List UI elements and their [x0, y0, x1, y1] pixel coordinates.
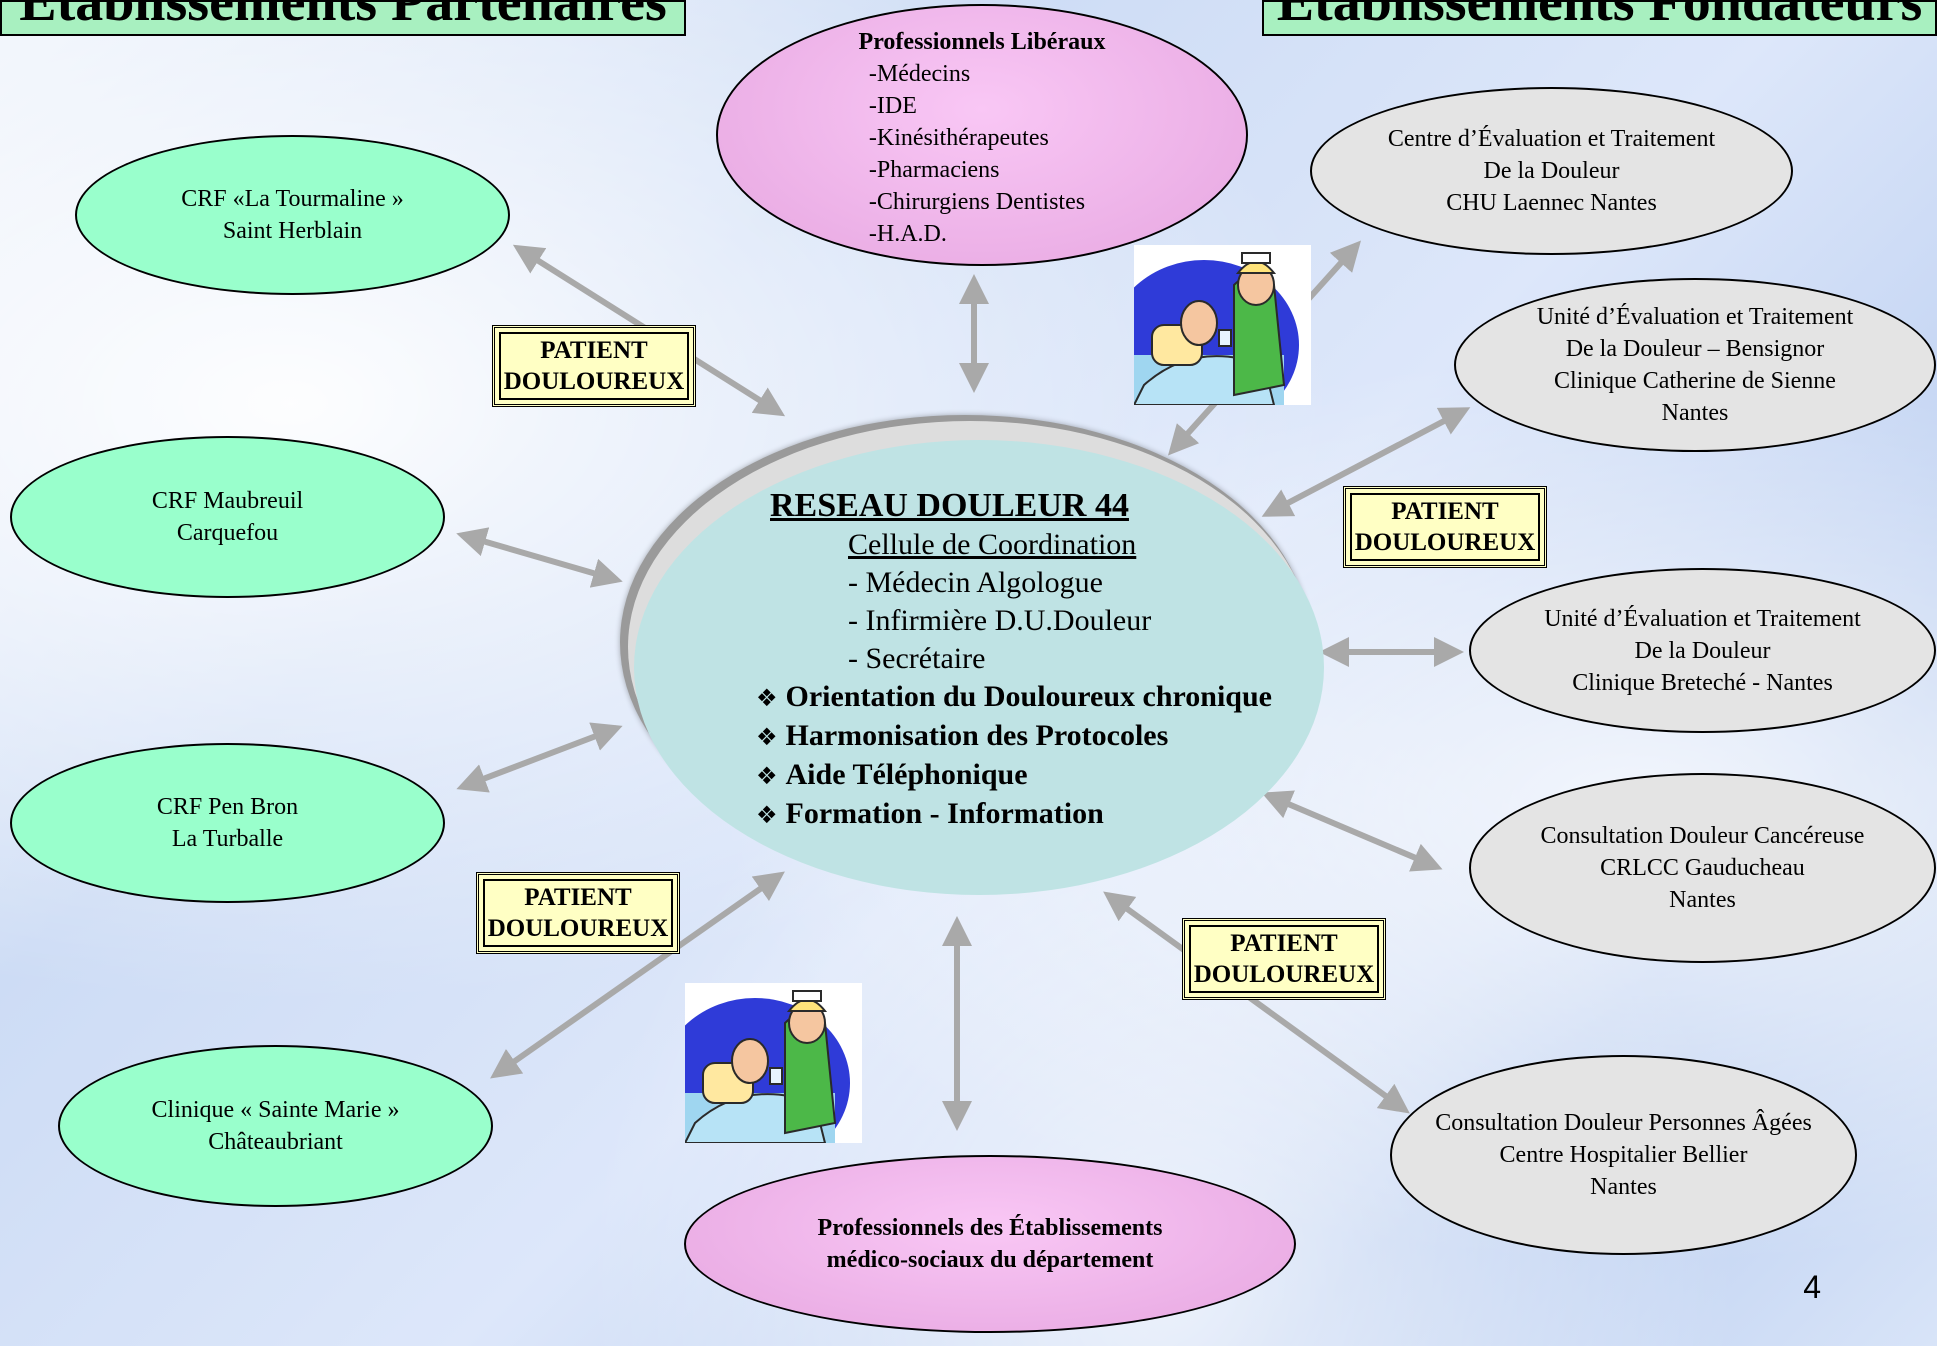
arrow-penbron: [456, 722, 623, 793]
patient-label-line: DOULOUREUX: [1354, 529, 1536, 556]
liberaux-item: -Chirurgiens Dentistes: [868, 189, 1086, 215]
partner-name: CRF Pen Bron: [156, 794, 299, 820]
center-content: RESEAU DOULEUR 44 Cellule de Coordinatio…: [756, 486, 1316, 834]
patient-label: PATIENT DOULOUREUX: [1182, 918, 1386, 1000]
medico-oval: Professionnels des Établissements médico…: [684, 1155, 1296, 1333]
arrow-bensignor: [1261, 407, 1471, 517]
arrow-maubreuil: [456, 527, 623, 588]
partner-oval-tourmaline: CRF «La Tourmaline » Saint Herblain: [75, 135, 510, 295]
mission-item: ❖Aide Téléphonique: [756, 758, 1028, 791]
title-fondateurs: Etablissements Fondateurs: [1262, 0, 1937, 36]
liberaux-oval: Professionnels Libéraux -Médecins -IDE -…: [716, 4, 1248, 266]
founder-oval-bellier: Consultation Douleur Personnes Âgées Cen…: [1390, 1055, 1857, 1255]
partner-city: Saint Herblain: [222, 218, 363, 244]
founder-line: CRLCC Gauducheau: [1600, 855, 1805, 881]
liberaux-item: -IDE: [868, 93, 917, 119]
founder-oval-gauducheau: Consultation Douleur Cancéreuse CRLCC Ga…: [1469, 773, 1936, 963]
founder-line: De la Douleur: [1483, 158, 1620, 184]
member-item: - Médecin Algologue: [848, 566, 1103, 599]
liberaux-title: Professionnels Libéraux: [858, 29, 1106, 55]
diamond-bullet-icon: ❖: [756, 801, 778, 829]
partner-city: La Turballe: [171, 826, 284, 852]
nurse-patient-clipart-icon: [685, 983, 862, 1143]
founder-oval-chu: Centre d’Évaluation et Traitement De la …: [1310, 87, 1793, 255]
liberaux-item: -Pharmaciens: [868, 157, 1000, 183]
diamond-bullet-icon: ❖: [756, 684, 778, 712]
liberaux-item: -Médecins: [868, 61, 971, 87]
patient-label-line: DOULOUREUX: [1193, 961, 1375, 988]
member-item: - Infirmière D.U.Douleur: [848, 604, 1152, 637]
founder-line: Nantes: [1590, 1174, 1657, 1200]
founder-line: Unité d’Évaluation et Traitement: [1536, 304, 1854, 330]
medico-line: médico-sociaux du département: [826, 1247, 1154, 1273]
founder-line: Clinique Catherine de Sienne: [1554, 368, 1836, 394]
founder-line: Consultation Douleur Personnes Âgées: [1435, 1110, 1812, 1136]
partner-oval-saintemarie: Clinique « Sainte Marie » Châteaubriant: [58, 1045, 493, 1207]
patient-label: PATIENT DOULOUREUX: [476, 872, 680, 954]
mission-item: ❖Orientation du Douloureux chronique: [756, 680, 1272, 713]
partner-oval-maubreuil: CRF Maubreuil Carquefou: [10, 436, 445, 598]
liberaux-item: -Kinésithérapeutes: [868, 125, 1049, 151]
partner-city: Châteaubriant: [208, 1129, 343, 1155]
coordination-subtitle: Cellule de Coordination: [848, 528, 1137, 561]
founder-line: Centre Hospitalier Bellier: [1499, 1142, 1748, 1168]
network-title: RESEAU DOULEUR 44: [770, 487, 1129, 524]
partner-name: CRF «La Tourmaline »: [181, 186, 404, 212]
patient-label: PATIENT DOULOUREUX: [1343, 486, 1547, 568]
partner-name: CRF Maubreuil: [151, 488, 304, 514]
founder-oval-bensignor: Unité d’Évaluation et Traitement De la D…: [1454, 278, 1936, 452]
liberaux-item: -H.A.D.: [868, 221, 947, 247]
title-partenaires: Etablissements Partenaires: [0, 0, 686, 36]
patient-label: PATIENT DOULOUREUX: [492, 325, 696, 407]
mission-item: ❖Formation - Information: [756, 797, 1104, 830]
founder-line: Nantes: [1661, 400, 1729, 426]
page-number: 4: [1803, 1269, 1821, 1305]
arrow-gauducheau: [1261, 790, 1443, 872]
partner-oval-penbron: CRF Pen Bron La Turballe: [10, 743, 445, 903]
partner-city: Carquefou: [176, 520, 279, 546]
diamond-bullet-icon: ❖: [756, 723, 778, 751]
founder-line: Clinique Breteché - Nantes: [1572, 669, 1833, 696]
medico-line: Professionnels des Établissements: [817, 1215, 1163, 1241]
nurse-patient-clipart-icon: [1134, 245, 1311, 405]
patient-label-line: PATIENT: [524, 884, 632, 911]
partner-name: Clinique « Sainte Marie »: [151, 1097, 400, 1123]
founder-line: De la Douleur – Bensignor: [1565, 336, 1825, 362]
member-item: - Secrétaire: [848, 642, 986, 675]
founder-line: CHU Laennec Nantes: [1446, 190, 1657, 216]
arrow-bellier: [1103, 891, 1410, 1114]
founder-oval-breteche: Unité d’Évaluation et Traitement De la D…: [1469, 568, 1936, 733]
patient-label-line: DOULOUREUX: [487, 915, 669, 942]
patient-label-line: PATIENT: [540, 337, 648, 364]
founder-line: Consultation Douleur Cancéreuse: [1540, 823, 1865, 849]
arrow-saintemarie: [490, 871, 785, 1079]
patient-label-line: PATIENT: [1391, 498, 1499, 525]
founder-line: Nantes: [1669, 887, 1736, 913]
mission-item: ❖Harmonisation des Protocoles: [756, 719, 1169, 752]
founder-line: Centre d’Évaluation et Traitement: [1387, 126, 1716, 152]
founder-line: De la Douleur: [1634, 637, 1771, 664]
patient-label-line: DOULOUREUX: [503, 368, 685, 395]
founder-line: Unité d’Évaluation et Traitement: [1544, 605, 1861, 632]
patient-label-line: PATIENT: [1230, 930, 1338, 957]
diamond-bullet-icon: ❖: [756, 762, 778, 790]
center-ellipse: [634, 440, 1324, 895]
